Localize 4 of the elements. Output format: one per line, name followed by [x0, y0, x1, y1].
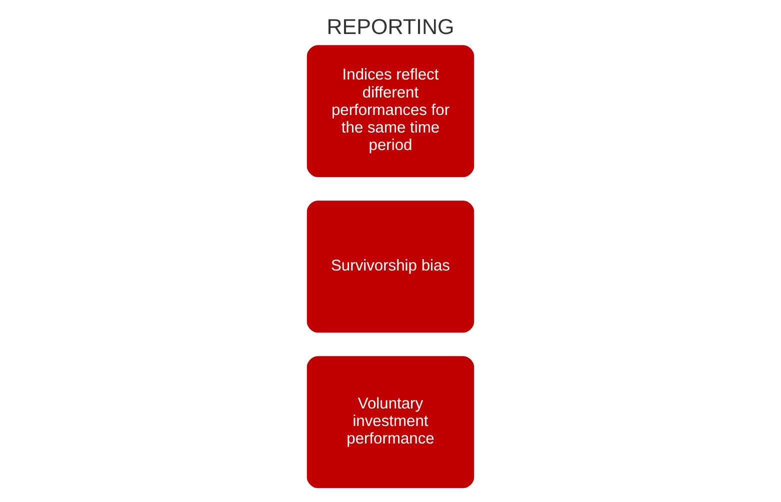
- node-box: Voluntary investment performance: [304, 354, 476, 490]
- diagram-title: REPORTING: [326, 15, 454, 40]
- node-box: Survivorship bias: [304, 198, 476, 335]
- node-box: Indices reflect different performances for the same time period: [304, 43, 476, 180]
